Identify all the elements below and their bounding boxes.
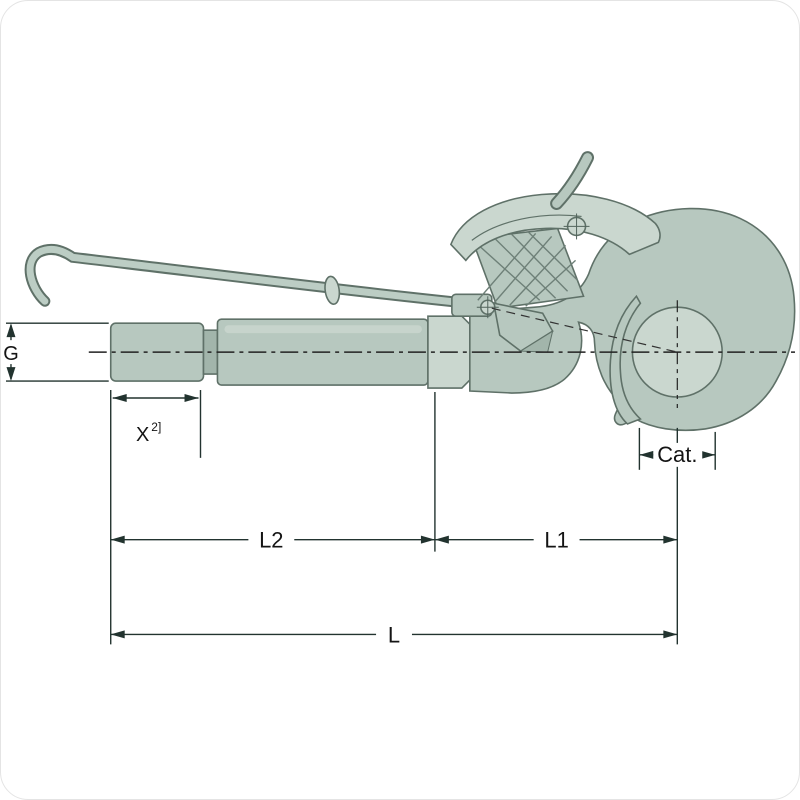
arrow-right [420,535,435,544]
dim-label-l2: L2 [259,528,283,553]
arrow-right [184,394,199,402]
dim-label-cat: Cat. [657,442,697,467]
handle-rod [24,243,474,309]
saddle-inner-line [471,214,582,241]
arrow-left [434,535,449,544]
spring-coil-lines [477,230,579,307]
arrow-left [110,630,125,639]
arrow-up [6,323,16,338]
dimension-l: L [110,621,678,647]
arrow-right [701,450,716,459]
dimension-g: G [1,323,22,382]
pivot-bolt-upper [563,213,590,240]
x-footnote-sup: 2] [151,420,161,434]
lever-body [552,153,593,208]
reference-lines [88,300,796,408]
arrow-right [663,630,678,639]
arrow-left [110,535,125,544]
pivot-bolt-lower [476,296,499,319]
arrow-left [639,450,654,459]
hook-assembly [449,151,796,432]
diagonal-dashed-line [491,307,678,353]
arrow-down [6,367,16,382]
arrow-right [663,535,678,544]
tube-highlight [224,325,422,334]
dim-label-l1: L1 [544,528,568,553]
dimension-l2: L2 [110,526,435,553]
release-lever [550,151,595,210]
dimension-cat: Cat. [639,442,716,467]
arrow-left [112,394,127,402]
rod-body [26,245,472,307]
latch-claw [609,294,642,425]
extension-lines [5,322,716,645]
latch-flap-shadow [519,330,554,353]
saddle-cap [449,192,661,262]
dim-label-g: G [3,343,19,365]
dim-label-l: L [388,622,400,647]
rod-collar [324,275,341,305]
dimension-l1: L1 [434,526,678,553]
